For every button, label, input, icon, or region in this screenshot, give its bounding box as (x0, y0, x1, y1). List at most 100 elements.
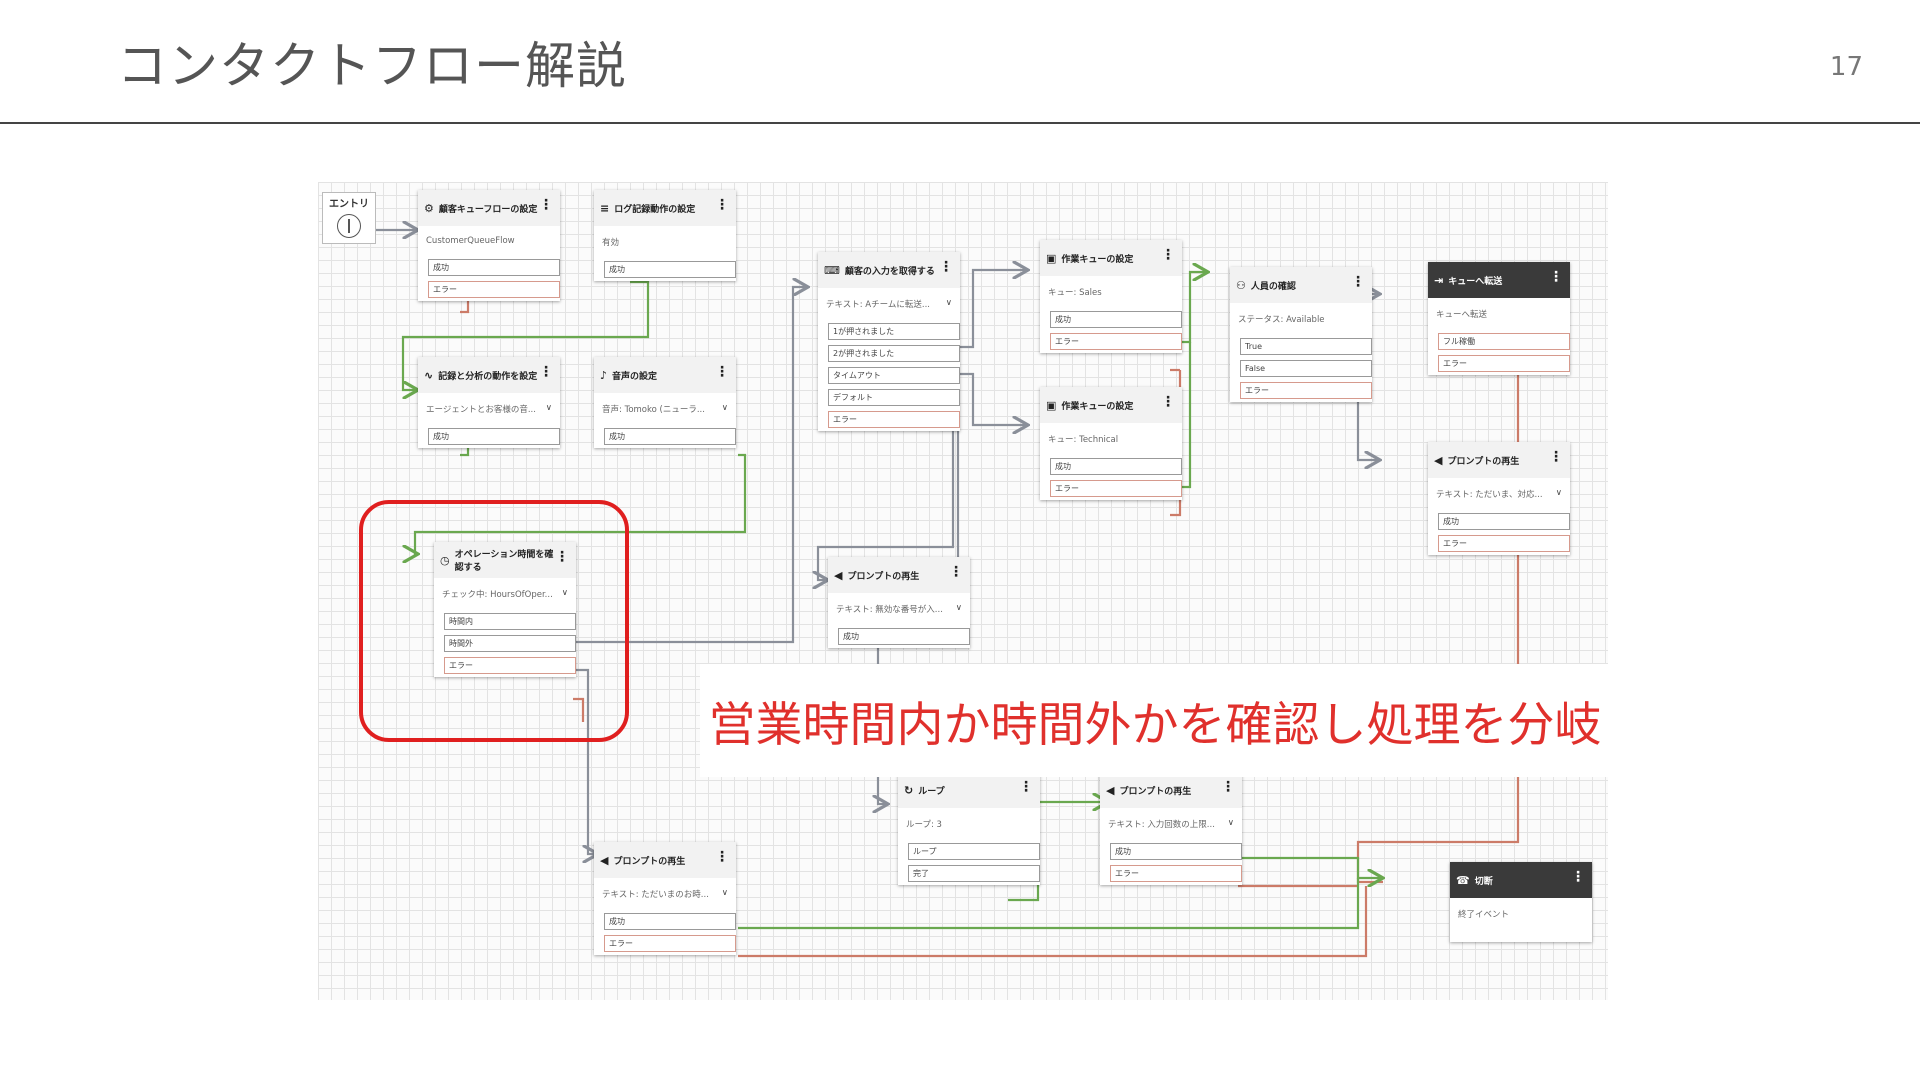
block-subtitle-row[interactable]: エージェントとお客様の音...∨ (418, 393, 560, 423)
branch-error[interactable]: エラー (444, 657, 576, 674)
kebab-menu-icon[interactable]: ⋮ (1351, 274, 1365, 290)
branch-error[interactable]: エラー (1110, 865, 1242, 882)
block-subtitle-row[interactable]: キューへ転送 (1428, 298, 1570, 328)
flow-block-b12[interactable]: ◀プロンプトの再生⋮テキスト: 無効な番号が入...∨ 成功 (828, 557, 970, 648)
branch-error[interactable]: エラー (1050, 480, 1182, 497)
branch-output[interactable]: 成功 (604, 261, 736, 278)
branch-output[interactable]: True (1240, 338, 1372, 355)
block-subtitle-row[interactable]: キュー: Sales (1040, 276, 1182, 306)
branch-error[interactable]: エラー (428, 281, 560, 298)
kebab-menu-icon[interactable]: ⋮ (939, 259, 953, 275)
block-subtitle-row[interactable]: ループ: 3 (898, 808, 1040, 838)
kebab-menu-icon[interactable]: ⋮ (1161, 394, 1175, 410)
block-subtitle-row[interactable]: テキスト: 入力回数の上限...∨ (1100, 808, 1242, 838)
branch-output[interactable]: タイムアウト (828, 367, 960, 384)
chevron-down-icon[interactable]: ∨ (561, 588, 568, 598)
flow-block-b1[interactable]: ⚙顧客キューフローの設定⋮CustomerQueueFlow 成功エラー (418, 190, 560, 301)
kebab-menu-icon[interactable]: ⋮ (1571, 869, 1585, 885)
branch-error[interactable]: エラー (1438, 355, 1570, 372)
flow-block-b4[interactable]: ♪音声の設定⋮音声: Tomoko (ニューラ...∨ 成功 (594, 357, 736, 448)
kebab-menu-icon[interactable]: ⋮ (1019, 779, 1033, 795)
branch-error[interactable]: エラー (828, 411, 960, 428)
chevron-down-icon[interactable]: ∨ (1555, 488, 1562, 498)
block-subtitle-row[interactable]: 有効 (594, 226, 736, 256)
flow-block-b6[interactable]: ⌨顧客の入力を取得する⋮テキスト: Aチームに転送...∨ 1が押されました 2が押… (818, 252, 960, 431)
block-subtitle-row[interactable]: テキスト: ただいまのお時...∨ (594, 878, 736, 908)
branch-output[interactable]: 成功 (604, 913, 736, 930)
branch-error[interactable]: エラー (1050, 333, 1182, 350)
block-header[interactable]: ♪音声の設定⋮ (594, 357, 736, 393)
block-header[interactable]: ◀プロンプトの再生⋮ (1100, 772, 1242, 808)
flow-block-b14[interactable]: ◀プロンプトの再生⋮テキスト: 入力回数の上限...∨ 成功エラー (1100, 772, 1242, 885)
chevron-down-icon[interactable]: ∨ (721, 403, 728, 413)
kebab-menu-icon[interactable]: ⋮ (1549, 269, 1563, 285)
block-header[interactable]: ◀プロンプトの再生⋮ (828, 557, 970, 593)
kebab-menu-icon[interactable]: ⋮ (1221, 779, 1235, 795)
block-header[interactable]: ◀プロンプトの再生⋮ (594, 842, 736, 878)
branch-output[interactable]: 成功 (604, 428, 736, 445)
branch-error[interactable]: エラー (604, 935, 736, 952)
block-header[interactable]: ⚇人員の確認⋮ (1230, 267, 1372, 303)
block-header[interactable]: ⇥キューへ転送⋮ (1428, 262, 1570, 298)
kebab-menu-icon[interactable]: ⋮ (555, 549, 569, 565)
chevron-down-icon[interactable]: ∨ (545, 403, 552, 413)
flow-block-b5[interactable]: ◷オペレーション時間を確認する⋮チェック中: HoursOfOper...∨時間… (434, 542, 576, 677)
entry-point[interactable]: エントリ (322, 192, 376, 244)
block-header[interactable]: ▣作業キューの設定⋮ (1040, 387, 1182, 423)
branch-error[interactable]: フル稼働 (1438, 333, 1570, 350)
flow-block-b15[interactable]: ◀プロンプトの再生⋮テキスト: ただいまのお時...∨ 成功エラー (594, 842, 736, 955)
kebab-menu-icon[interactable]: ⋮ (715, 849, 729, 865)
branch-output[interactable]: 成功 (1438, 513, 1570, 530)
flow-block-b8[interactable]: ▣作業キューの設定⋮キュー: Technical 成功エラー (1040, 387, 1182, 500)
flow-block-b2[interactable]: ≡ログ記録動作の設定⋮有効成功 (594, 190, 736, 281)
block-header[interactable]: ◷オペレーション時間を確認する⋮ (434, 542, 576, 578)
kebab-menu-icon[interactable]: ⋮ (715, 364, 729, 380)
kebab-menu-icon[interactable]: ⋮ (1549, 449, 1563, 465)
branch-output[interactable]: 成功 (1050, 458, 1182, 475)
flow-block-b10[interactable]: ⇥キューへ転送⋮キューへ転送フル稼働エラー (1428, 262, 1570, 375)
branch-error[interactable]: エラー (1240, 382, 1372, 399)
block-header[interactable]: ▣作業キューの設定⋮ (1040, 240, 1182, 276)
branch-output[interactable]: デフォルト (828, 389, 960, 406)
branch-output[interactable]: 2が押されました (828, 345, 960, 362)
kebab-menu-icon[interactable]: ⋮ (1161, 247, 1175, 263)
flow-block-b16[interactable]: ☎切断⋮終了イベント (1450, 862, 1592, 942)
block-subtitle-row[interactable]: 音声: Tomoko (ニューラ...∨ (594, 393, 736, 423)
branch-output[interactable]: False (1240, 360, 1372, 377)
kebab-menu-icon[interactable]: ⋮ (949, 564, 963, 580)
block-header[interactable]: ☎切断⋮ (1450, 862, 1592, 898)
block-subtitle-row[interactable]: ステータス: Available (1230, 303, 1372, 333)
branch-output[interactable]: 成功 (1110, 843, 1242, 860)
block-subtitle-row[interactable]: 終了イベント (1450, 898, 1592, 928)
branch-output[interactable]: 成功 (428, 428, 560, 445)
block-header[interactable]: ↻ループ⋮ (898, 772, 1040, 808)
kebab-menu-icon[interactable]: ⋮ (539, 197, 553, 213)
chevron-down-icon[interactable]: ∨ (1227, 818, 1234, 828)
branch-output[interactable]: 成功 (1050, 311, 1182, 328)
branch-output[interactable]: 成功 (428, 259, 560, 276)
block-subtitle-row[interactable]: キュー: Technical (1040, 423, 1182, 453)
block-subtitle-row[interactable]: テキスト: Aチームに転送...∨ (818, 288, 960, 318)
chevron-down-icon[interactable]: ∨ (721, 888, 728, 898)
block-header[interactable]: ⌨顧客の入力を取得する⋮ (818, 252, 960, 288)
branch-output[interactable]: 成功 (838, 628, 970, 645)
flow-block-b11[interactable]: ◀プロンプトの再生⋮テキスト: ただいま、対応...∨成功エラー (1428, 442, 1570, 555)
kebab-menu-icon[interactable]: ⋮ (539, 364, 553, 380)
block-header[interactable]: ⚙顧客キューフローの設定⋮ (418, 190, 560, 226)
kebab-menu-icon[interactable]: ⋮ (715, 197, 729, 213)
block-header[interactable]: ◀プロンプトの再生⋮ (1428, 442, 1570, 478)
block-header[interactable]: ∿記録と分析の動作を設定⋮ (418, 357, 560, 393)
branch-output[interactable]: 1が押されました (828, 323, 960, 340)
chevron-down-icon[interactable]: ∨ (955, 603, 962, 613)
branch-output[interactable]: 完了 (908, 865, 1040, 882)
branch-output[interactable]: 時間外 (444, 635, 576, 652)
block-subtitle-row[interactable]: テキスト: 無効な番号が入...∨ (828, 593, 970, 623)
block-subtitle-row[interactable]: CustomerQueueFlow (418, 226, 560, 254)
chevron-down-icon[interactable]: ∨ (945, 298, 952, 308)
flow-block-b7[interactable]: ▣作業キューの設定⋮キュー: Sales 成功エラー (1040, 240, 1182, 353)
branch-error[interactable]: エラー (1438, 535, 1570, 552)
branch-output[interactable]: 時間内 (444, 613, 576, 630)
